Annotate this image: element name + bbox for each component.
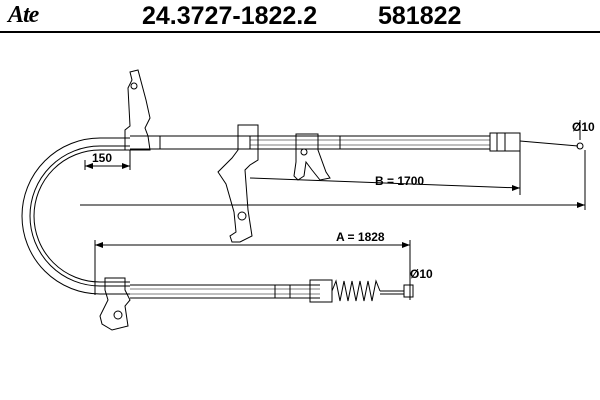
bottom-nipple xyxy=(403,284,414,298)
dim-b-label: B = 1700 xyxy=(375,174,424,188)
dim-150-label: 150 xyxy=(92,151,112,165)
top-bracket xyxy=(124,69,151,151)
top-nipple xyxy=(576,142,584,150)
top-inner-wire xyxy=(519,140,579,147)
ate-logo: Ate xyxy=(8,2,39,28)
dim-b-extension xyxy=(249,177,521,189)
spring xyxy=(331,279,381,302)
cable-sheath-outer xyxy=(21,137,130,295)
title-bar: Ate 24.3727-1822.2 581822 xyxy=(0,0,600,33)
dim-a-label: A = 1828 xyxy=(336,230,385,244)
cable-sheath-inner xyxy=(29,145,130,287)
cable-sheath-inner2 xyxy=(33,149,130,283)
diameter-bottom-label: Ø10 xyxy=(410,267,433,281)
part-number: 24.3727-1822.2 xyxy=(142,2,318,30)
reference-number: 581822 xyxy=(378,2,462,30)
bottom-bracket xyxy=(99,277,131,331)
diameter-top-label: Ø10 xyxy=(572,120,595,134)
cable-clip xyxy=(293,133,331,181)
middle-bracket xyxy=(217,124,259,243)
bottom-end-ferrule xyxy=(309,279,333,303)
